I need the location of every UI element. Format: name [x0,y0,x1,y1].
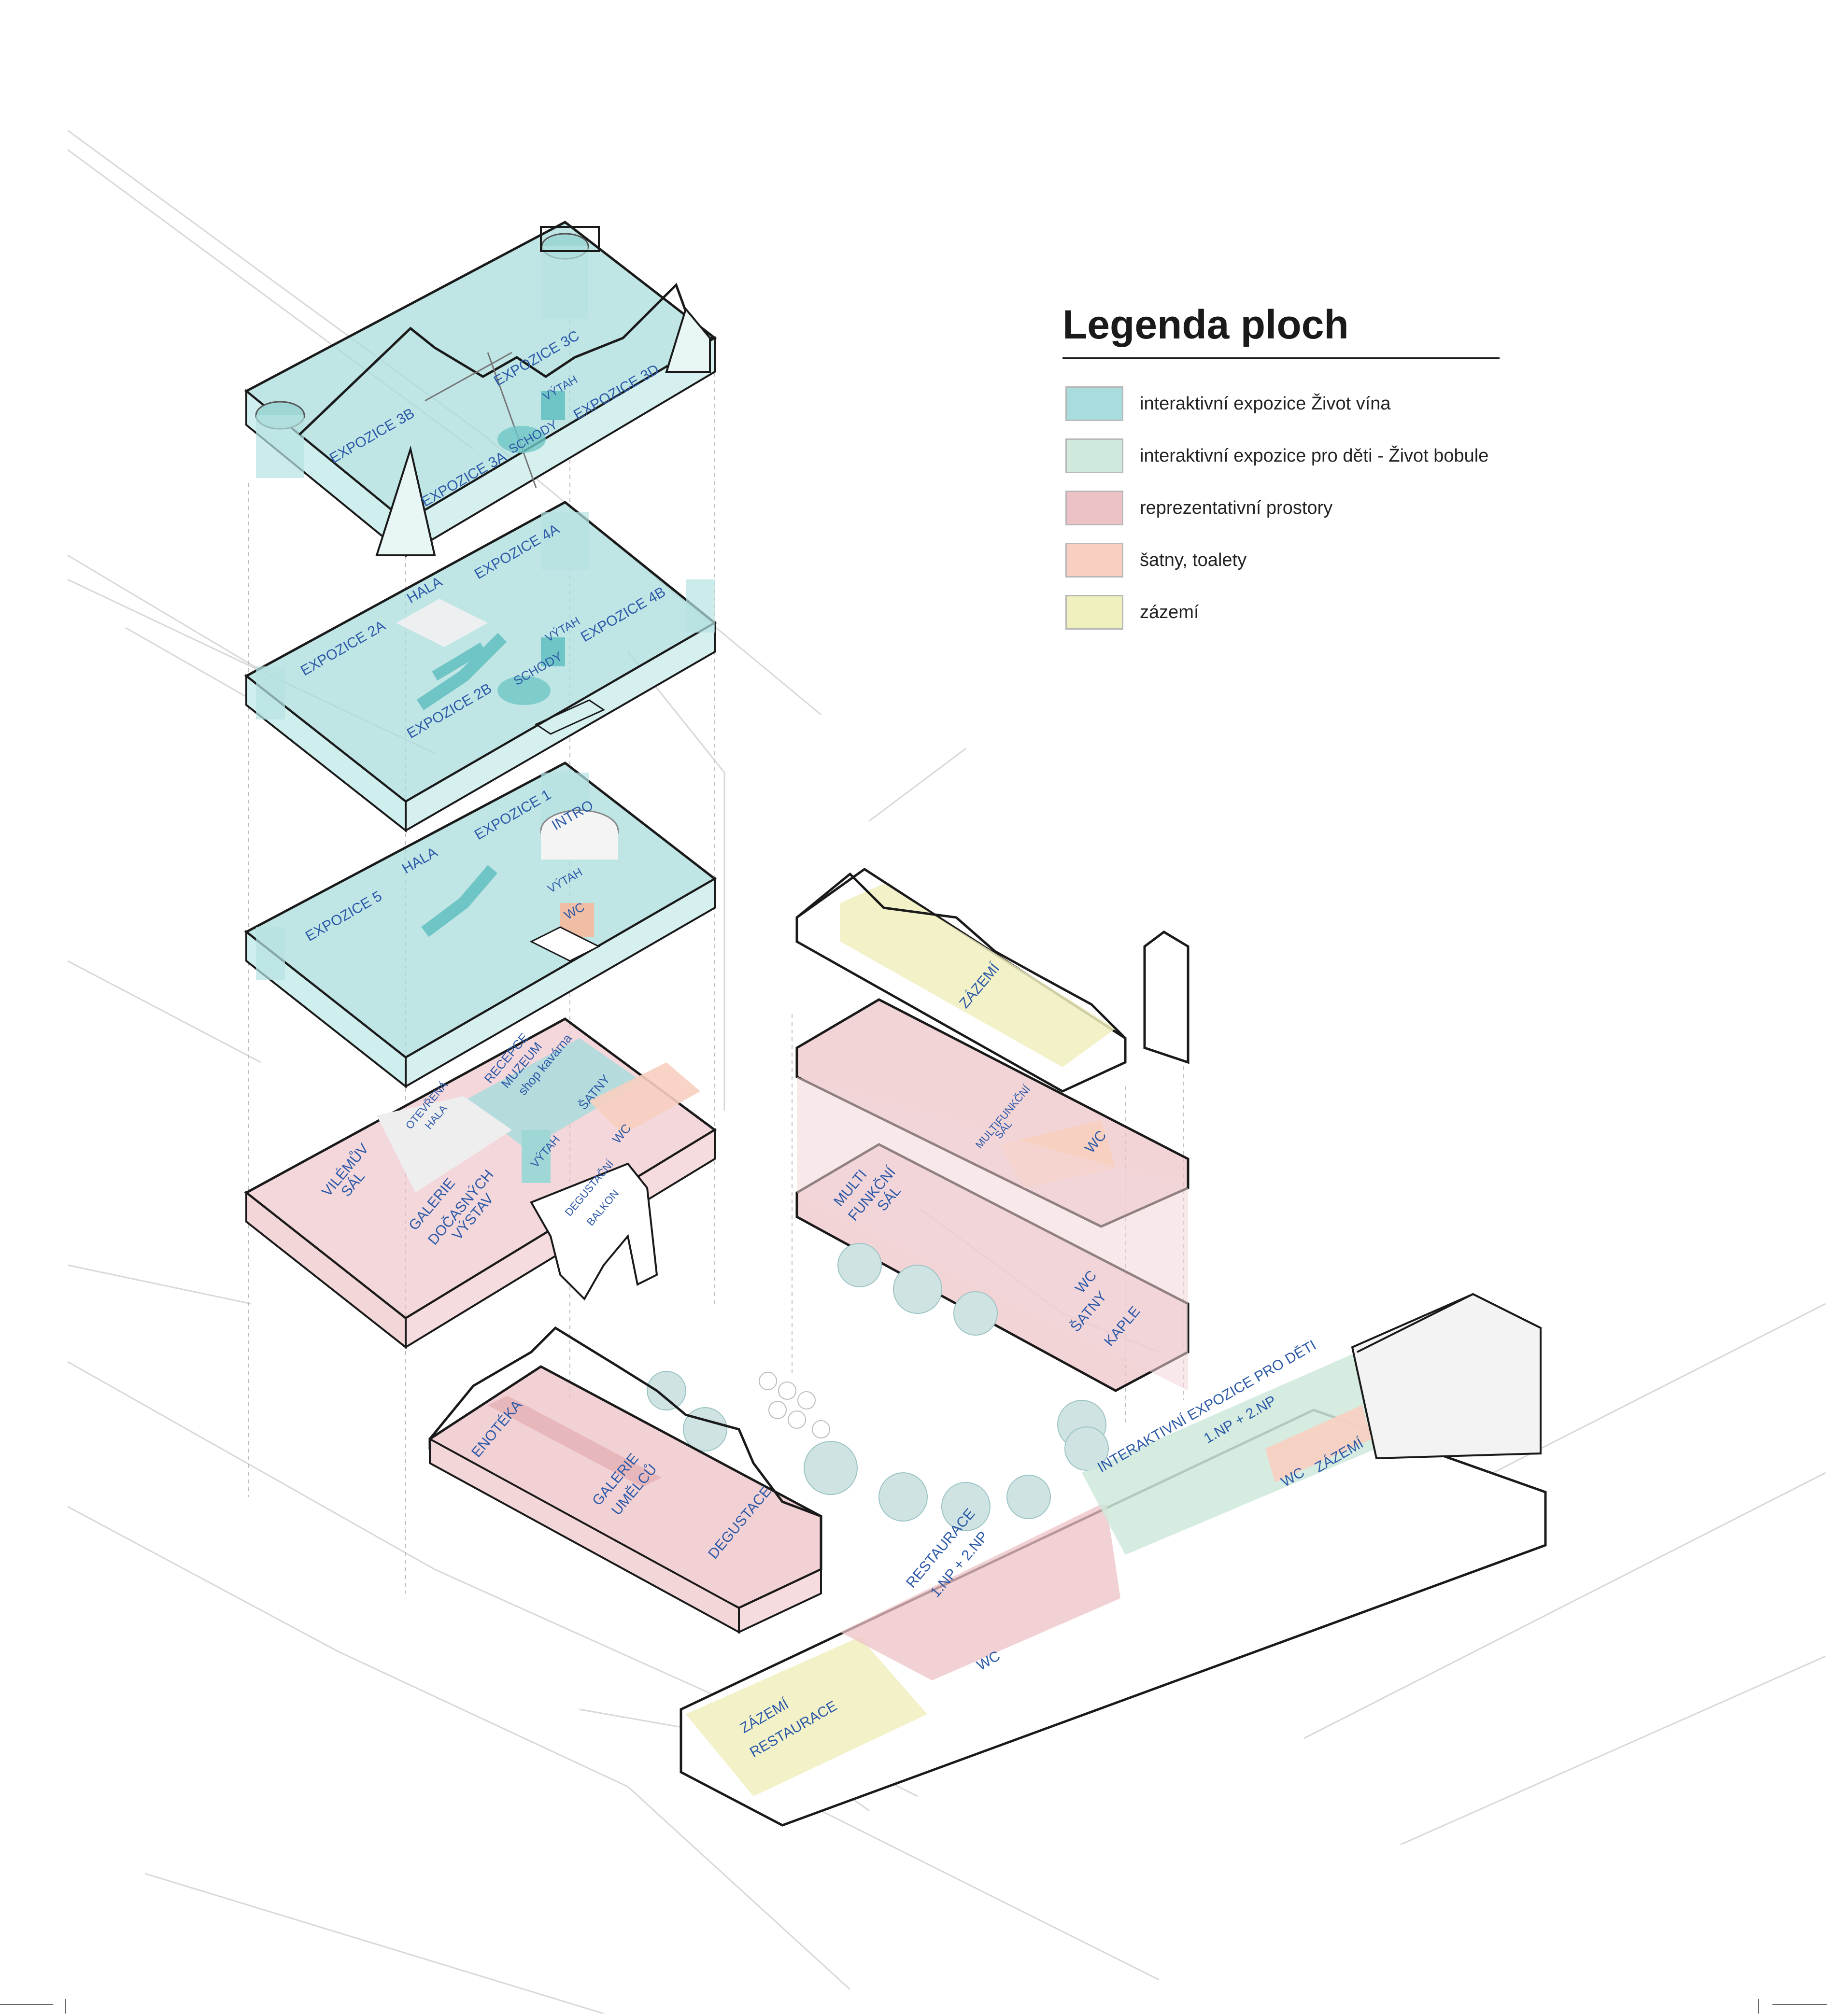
crop-mark-left-v [65,1999,66,2014]
trees [647,1243,1109,1531]
legend-list: interaktivní expozice Život vína interakt… [1065,378,1545,638]
crop-mark-left [0,2004,53,2005]
legend: Legenda ploch interaktivní expozice Živo… [1062,304,1545,638]
floor-1: RECEPCE MUZEUM shop kavárna ŠATNY OTEVŘE… [244,1017,717,1350]
legend-swatch [1065,595,1123,630]
legend-item: interaktivní expozice pro děti - Život b… [1065,430,1545,482]
legend-item: interaktivní expozice Život vína [1065,378,1545,430]
legend-item: reprezentativní prostory [1065,482,1545,534]
legend-item: zázemí [1065,586,1545,638]
legend-label: reprezentativní prostory [1140,497,1333,518]
legend-item: šatny, toalety [1065,534,1545,586]
legend-swatch [1065,386,1123,421]
fountain-circles [759,1372,830,1438]
cellar-building: ENOTÉKA GALERIE UMĚLCŮ DEGUSTACE [428,1326,822,1634]
floor-2: HALA EXPOZICE 1 INTRO EXPOZICE 5 VÝTAH W… [244,761,717,1089]
legend-label: zázemí [1140,602,1199,622]
floor-4: EXPOZICE 3B EXPOZICE 3C VÝTAH EXPOZICE 3… [244,221,717,558]
side-building: ZÁZEMÍ MULTIFUNKČNÍ SÁL WC MULTI FUNKČNÍ… [795,867,1190,1392]
crop-mark-right-v [1758,1999,1759,2014]
legend-swatch [1065,438,1123,473]
long-wing: INTERAKTIVNÍ EXPOZICE PRO DĚTI 1.NP + 2.… [680,1293,1547,1827]
legend-swatch [1065,543,1123,578]
legend-divider [1062,357,1500,359]
legend-label: interaktivní expozice Život vína [1140,393,1391,414]
crop-mark-right [1772,2004,1827,2005]
legend-label: šatny, toalety [1140,550,1247,570]
legend-swatch [1065,491,1123,525]
legend-title: Legenda ploch [1062,302,1349,347]
legend-label: interaktivní expozice pro děti - Život b… [1140,445,1489,466]
floor-3: HALA EXPOZICE 4A EXPOZICE 2A VÝTAH EXPOZ… [244,501,717,833]
